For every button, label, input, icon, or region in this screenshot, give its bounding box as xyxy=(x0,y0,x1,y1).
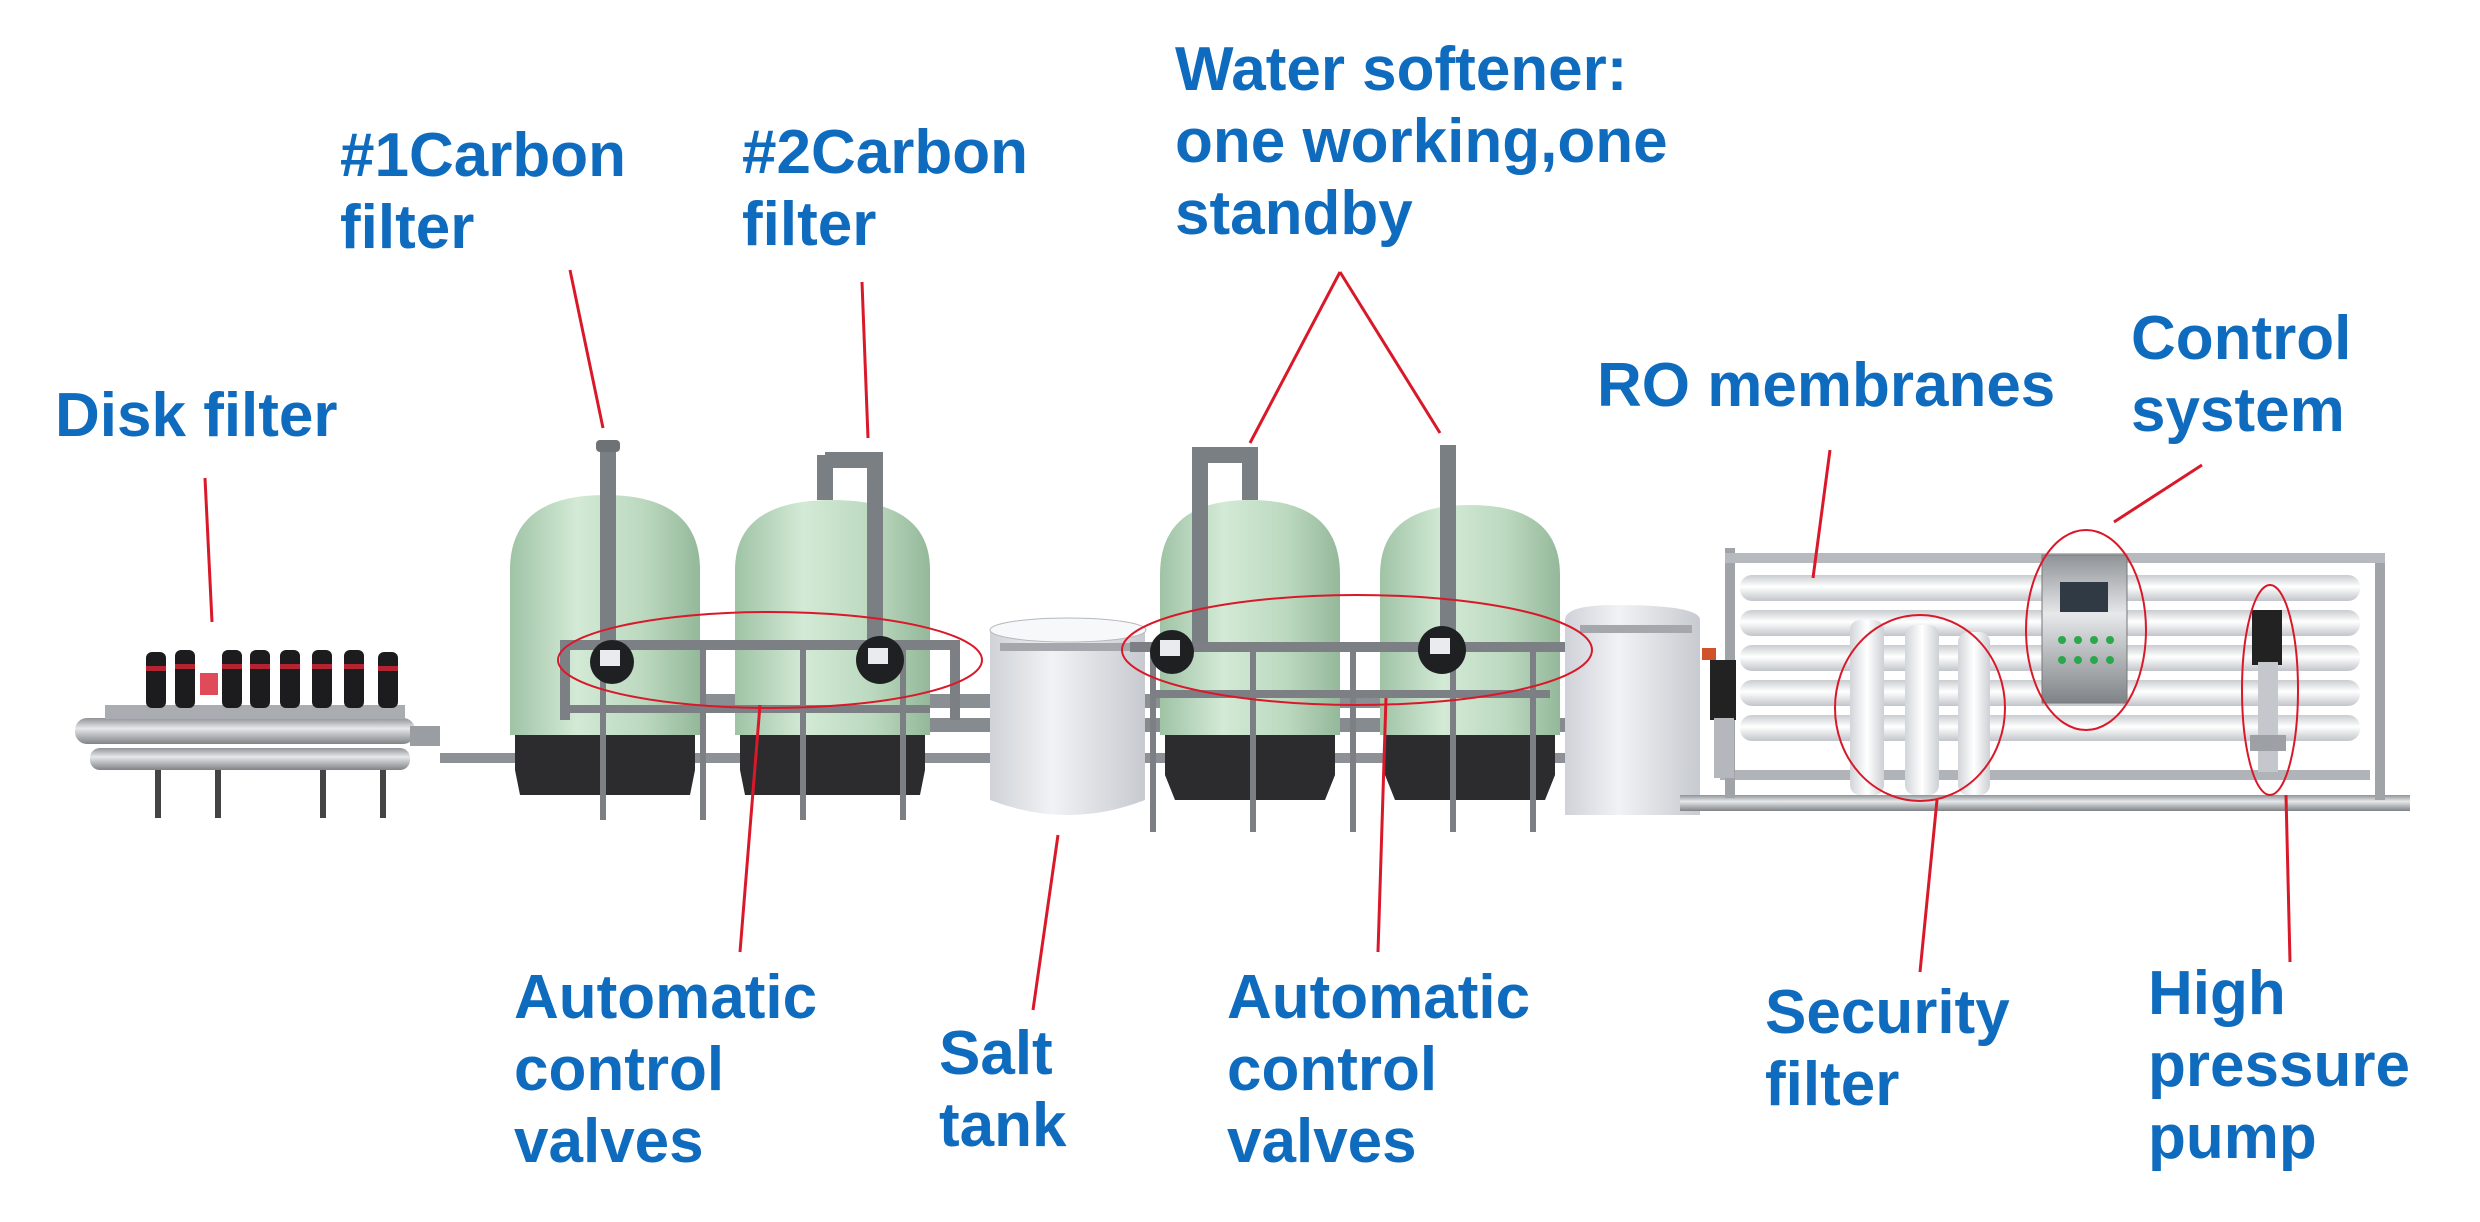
carbon-valves-highlight xyxy=(557,611,983,709)
leader-auto-valves-2 xyxy=(1376,697,1388,953)
leader-auto-valves-1 xyxy=(738,704,762,953)
label-salt-tank: Salt tank xyxy=(939,1019,1067,1160)
label-disk-filter: Disk filter xyxy=(55,381,338,450)
label-high-pressure-pump: High pressure pump xyxy=(2148,959,2410,1172)
carbon-filter-frames xyxy=(560,640,960,820)
leader-security-filter xyxy=(1918,799,1939,973)
booster-pump xyxy=(1702,648,1736,778)
label-ro-membranes: RO membranes xyxy=(1597,351,2056,420)
label-water-softener: Water softener: one working,one standby xyxy=(1175,35,1668,248)
highlight-ellipses xyxy=(557,529,2299,802)
high-pressure-pump xyxy=(2250,610,2286,772)
leader-softener-right xyxy=(1338,271,1442,434)
leader-lines xyxy=(203,269,2292,1011)
leader-carbon-1 xyxy=(568,269,605,429)
label-auto-valves-1: Automatic control valves xyxy=(514,963,818,1176)
leader-salt-tank xyxy=(1031,834,1060,1011)
salt-tank-1 xyxy=(989,617,1147,815)
softener-frames xyxy=(1130,642,1570,832)
carbon-control-valves xyxy=(590,636,904,684)
security-filter-highlight xyxy=(1834,614,2006,802)
leader-high-pressure-pump xyxy=(2284,794,2292,963)
leader-ro-membranes xyxy=(1811,449,1832,579)
label-carbon-filter-2: #2Carbon filter xyxy=(742,118,1028,259)
leader-carbon-2 xyxy=(860,281,870,439)
leader-control-system xyxy=(2113,463,2203,524)
pump-highlight xyxy=(2241,584,2299,796)
leader-softener-left xyxy=(1248,271,1342,444)
salt-tank-2 xyxy=(1565,605,1700,815)
disk-filter-unit xyxy=(75,650,440,818)
softener-control-valves xyxy=(1150,626,1466,674)
control-panel-highlight xyxy=(2025,529,2147,731)
label-auto-valves-2: Automatic control valves xyxy=(1227,963,1531,1176)
softener-valves-highlight xyxy=(1121,594,1593,706)
security-filter xyxy=(1850,620,1990,795)
control-panel xyxy=(2041,554,2128,704)
softener-tank-2 xyxy=(1380,445,1560,800)
label-control-system: Control system xyxy=(2131,304,2352,445)
label-security-filter: Security filter xyxy=(1765,978,2010,1119)
leader-disk-filter xyxy=(203,477,214,623)
label-carbon-filter-1: #1Carbon filter xyxy=(340,121,626,262)
